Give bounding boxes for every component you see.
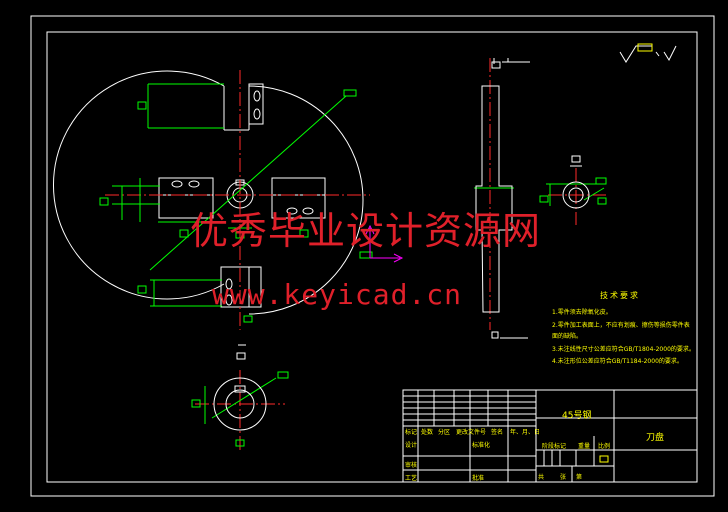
tb-review: 审核 [405,462,418,469]
tb-date: 年、月、日 [510,429,541,436]
centerlines [105,58,608,450]
tb-process: 工艺 [405,475,418,482]
ucs-icon [365,224,404,263]
tb-count: 处数 [421,429,434,436]
tech-requirement-item: 4.未注形位公差应符合GB/T1184-2000的要求。 [552,358,683,365]
tb-weight: 重量 [578,443,591,450]
tb-standardize: 标准化 [472,442,491,449]
tb-change-doc: 更改文件号 [456,429,487,436]
dimension-lines [99,83,607,447]
side-view [475,58,530,339]
detail-view [562,155,590,209]
tb-stage-mark: 阶段标记 [542,443,567,450]
main-view-disc [52,70,364,315]
tech-requirement-item: 1.零件须去除氧化皮。 [552,309,612,316]
part-name: 刀盘 [646,433,665,443]
material-label: 45号钢 [562,411,592,421]
inner-frame [46,31,698,483]
tb-sheet-total: 共 [538,474,545,481]
tb-scale: 比例 [598,443,611,450]
tb-design: 设计 [405,442,418,449]
title-block [402,389,698,483]
tb-mark: 标记 [405,429,418,436]
tb-zone: 分区 [438,429,451,436]
surface-finish-symbol [619,43,677,63]
outer-frame [30,15,715,497]
tech-requirement-item: 2.零件加工表面上，不应有划痕、擦伤等损伤零件表 [552,322,690,329]
tech-requirement-item: 面的缺陷。 [552,333,583,340]
tb-sheet: 张 [560,474,567,481]
tb-sheet-of: 第 [576,474,583,481]
tech-requirement-item: 3.未注线性尺寸公差应符合GB/T1804-2000的要求。 [552,346,695,353]
tech-requirements-title: 技术要求 [600,291,640,300]
tb-sign: 签名 [491,429,504,436]
section-view [213,344,267,431]
tb-approve: 批准 [472,475,485,482]
